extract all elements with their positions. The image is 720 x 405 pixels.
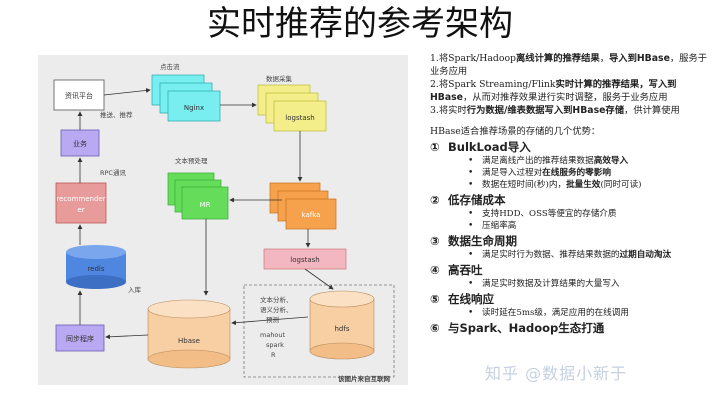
advantage-heading: ① BulkLoad导入 bbox=[430, 140, 715, 155]
source-note: 该图片来自互联网 bbox=[338, 374, 391, 383]
bullet-bold: 批量生效 bbox=[566, 180, 601, 190]
node-zixun-label: 资讯平台 bbox=[65, 91, 93, 100]
label-tuisong: 推送、推荐 bbox=[100, 110, 133, 119]
bullet-bold: 在线服务的零影响 bbox=[542, 168, 611, 178]
paragraph-2: 2.将Spark Streaming/Flink实时计算的推荐结果，写入到HBa… bbox=[430, 78, 715, 104]
label-ruku: 入库 bbox=[128, 285, 142, 294]
node-nginx bbox=[151, 74, 221, 122]
p2-pre: 2.将Spark Streaming/Flink bbox=[430, 79, 556, 90]
advantage-title: 高吞吐 bbox=[448, 263, 483, 277]
bullet-pre: 满足离线产出的推荐结果数据 bbox=[482, 156, 594, 166]
node-hbase bbox=[147, 299, 231, 369]
advantage-heading: ③ 数据生命周期 bbox=[430, 234, 715, 249]
advantage-bullet: 支持HDD、OSS等便宜的存储介质 bbox=[430, 208, 715, 220]
advantage-bullet: 满足实时行为数据、推荐结果数据的过期自动淘汰 bbox=[430, 249, 715, 261]
node-tongbu bbox=[55, 324, 105, 352]
advantage-title: 数据生命周期 bbox=[448, 234, 517, 248]
p1-pre: 1.将Spark/Hadoop bbox=[430, 53, 516, 64]
node-yewu-label: 业务 bbox=[73, 139, 87, 148]
node-recommender bbox=[55, 182, 107, 224]
node-nginx-label: Nginx bbox=[184, 104, 204, 112]
bullet-pre: 数据在短时间(秒)内， bbox=[482, 180, 567, 190]
architecture-diagram: 点击流 数据采集 文本预处理 RPC通讯 推送、推荐 入库 资讯平台 业务 re… bbox=[38, 55, 408, 385]
node-zixun bbox=[53, 79, 105, 111]
advantage-heading: ⑥ 与Spark、Hadoop生态打通 bbox=[430, 321, 715, 336]
node-logstash-1 bbox=[257, 84, 327, 132]
p1-mid: ， bbox=[599, 53, 609, 64]
advantage-bullet: 满足导入过程对在线服务的零影响 bbox=[430, 167, 715, 179]
advantage-heading: ④ 高吞吐 bbox=[430, 263, 715, 278]
slide-title: 实时推荐的参考架构 bbox=[207, 4, 513, 44]
bullet-pre: 支持HDD、OSS等便宜的存储介质 bbox=[482, 209, 617, 219]
advantage-title: BulkLoad导入 bbox=[448, 140, 531, 154]
p3-pre: 3.将实时 bbox=[430, 105, 467, 116]
node-recommender-sub: er bbox=[77, 206, 84, 214]
diagram-arrows bbox=[77, 88, 334, 340]
advantage-bullet: 读时延在5ms级，满足应用的在线调用 bbox=[430, 307, 715, 319]
advantage-title: 与Spark、Hadoop生态打通 bbox=[448, 321, 605, 335]
advantage-title: 在线响应 bbox=[448, 292, 494, 306]
p2-post: ，从而对推荐效果进行实时调整，服务于业务应用 bbox=[462, 92, 668, 103]
node-tongbu-label: 同步程序 bbox=[66, 334, 94, 343]
analysis-box bbox=[243, 284, 395, 378]
node-hdfs bbox=[309, 290, 375, 360]
advantage-number: ③ bbox=[430, 234, 440, 248]
advantages-intro: HBase适合推荐场景的存储的几个优势： bbox=[430, 126, 601, 137]
node-spark-label: spark bbox=[266, 341, 284, 349]
bullet-bold: 高效导入 bbox=[593, 156, 629, 166]
advantage-bullet: 压缩率高 bbox=[430, 220, 715, 232]
text-panel: 1.将Spark/Hadoop离线计算的推荐结果，导入到HBase，服务于业务应… bbox=[430, 52, 715, 402]
bullet-post: (同时可读) bbox=[600, 180, 642, 190]
node-mahout-label: mahout bbox=[260, 331, 286, 339]
advantage-number: ④ bbox=[430, 263, 440, 277]
node-redis-label: redis bbox=[87, 265, 104, 273]
node-recommender-label: recommender bbox=[56, 195, 105, 203]
node-mr bbox=[167, 172, 229, 220]
p1-bold-1: 离线计算的推荐结果 bbox=[516, 53, 600, 64]
advantage-heading: ② 低存储成本 bbox=[430, 193, 715, 208]
paragraph-1: 1.将Spark/Hadoop离线计算的推荐结果，导入到HBase，服务于业务应… bbox=[430, 52, 715, 78]
node-hbase-label: Hbase bbox=[178, 337, 200, 345]
p1-bold-2: 导入到HBase bbox=[609, 53, 670, 64]
node-hdfs-label: hdfs bbox=[335, 325, 350, 333]
bullet-pre: 满足导入过程对 bbox=[482, 168, 543, 178]
node-logstash-2-label: logstash bbox=[290, 256, 319, 264]
label-rpc: RPC通讯 bbox=[100, 168, 126, 177]
node-logstash-1-label: logstash bbox=[285, 114, 314, 122]
advantage-number: ⑤ bbox=[430, 292, 440, 306]
analysis-line-2: 语义分析、 bbox=[260, 305, 293, 314]
advantage-title: 低存储成本 bbox=[448, 193, 506, 207]
node-redis bbox=[66, 245, 126, 289]
p3-post: ，供计算使用 bbox=[624, 105, 680, 116]
advantage-bullet: 满足离线产出的推荐结果数据高效导入 bbox=[430, 155, 715, 167]
label-dianjiliu: 点击流 bbox=[160, 62, 180, 71]
label-wenben: 文本预处理 bbox=[175, 156, 208, 165]
bullet-pre: 读时延在5ms级，满足应用的在线调用 bbox=[482, 308, 629, 318]
bullet-pre: 满足实时数据及计算结果的大量写入 bbox=[482, 279, 620, 289]
node-r-label: R bbox=[271, 351, 276, 359]
node-yewu bbox=[60, 129, 100, 157]
bullet-pre: 压缩率高 bbox=[482, 221, 517, 231]
bullet-pre: 满足实时行为数据、推荐结果数据的 bbox=[482, 250, 620, 260]
node-mr-label: MR bbox=[200, 201, 211, 209]
advantage-number: ⑥ bbox=[430, 321, 440, 335]
node-kafka-label: kafka bbox=[302, 211, 321, 219]
p2-bold: 实时计算的推荐结果，写入到HBase bbox=[430, 79, 677, 103]
bullet-bold: 过期自动淘汰 bbox=[619, 250, 672, 260]
watermark: 知乎 @数据小新于 bbox=[485, 364, 628, 383]
analysis-line-1: 文本分析、 bbox=[260, 295, 293, 304]
advantages-list: ①BulkLoad导入满足离线产出的推荐结果数据高效导入满足导入过程对在线服务的… bbox=[430, 140, 715, 336]
advantage-number: ② bbox=[430, 193, 440, 207]
p1-post: ，服务于业务应用 bbox=[430, 53, 708, 77]
label-shujucaiji: 数据采集 bbox=[266, 74, 293, 83]
advantage-bullet: 数据在短时间(秒)内，批量生效(同时可读) bbox=[430, 179, 715, 191]
node-kafka bbox=[269, 182, 337, 230]
advantage-number: ① bbox=[430, 140, 440, 154]
advantage-bullet: 满足实时数据及计算结果的大量写入 bbox=[430, 278, 715, 290]
advantage-heading: ⑤ 在线响应 bbox=[430, 292, 715, 307]
diagram-svg: 点击流 数据采集 文本预处理 RPC通讯 推送、推荐 入库 资讯平台 业务 re… bbox=[53, 62, 395, 383]
paragraph-3: 3.将实时行为数据/维表数据写入到HBase存储，供计算使用 bbox=[430, 104, 715, 117]
p3-bold: 行为数据/维表数据写入到HBase存储 bbox=[466, 105, 625, 116]
